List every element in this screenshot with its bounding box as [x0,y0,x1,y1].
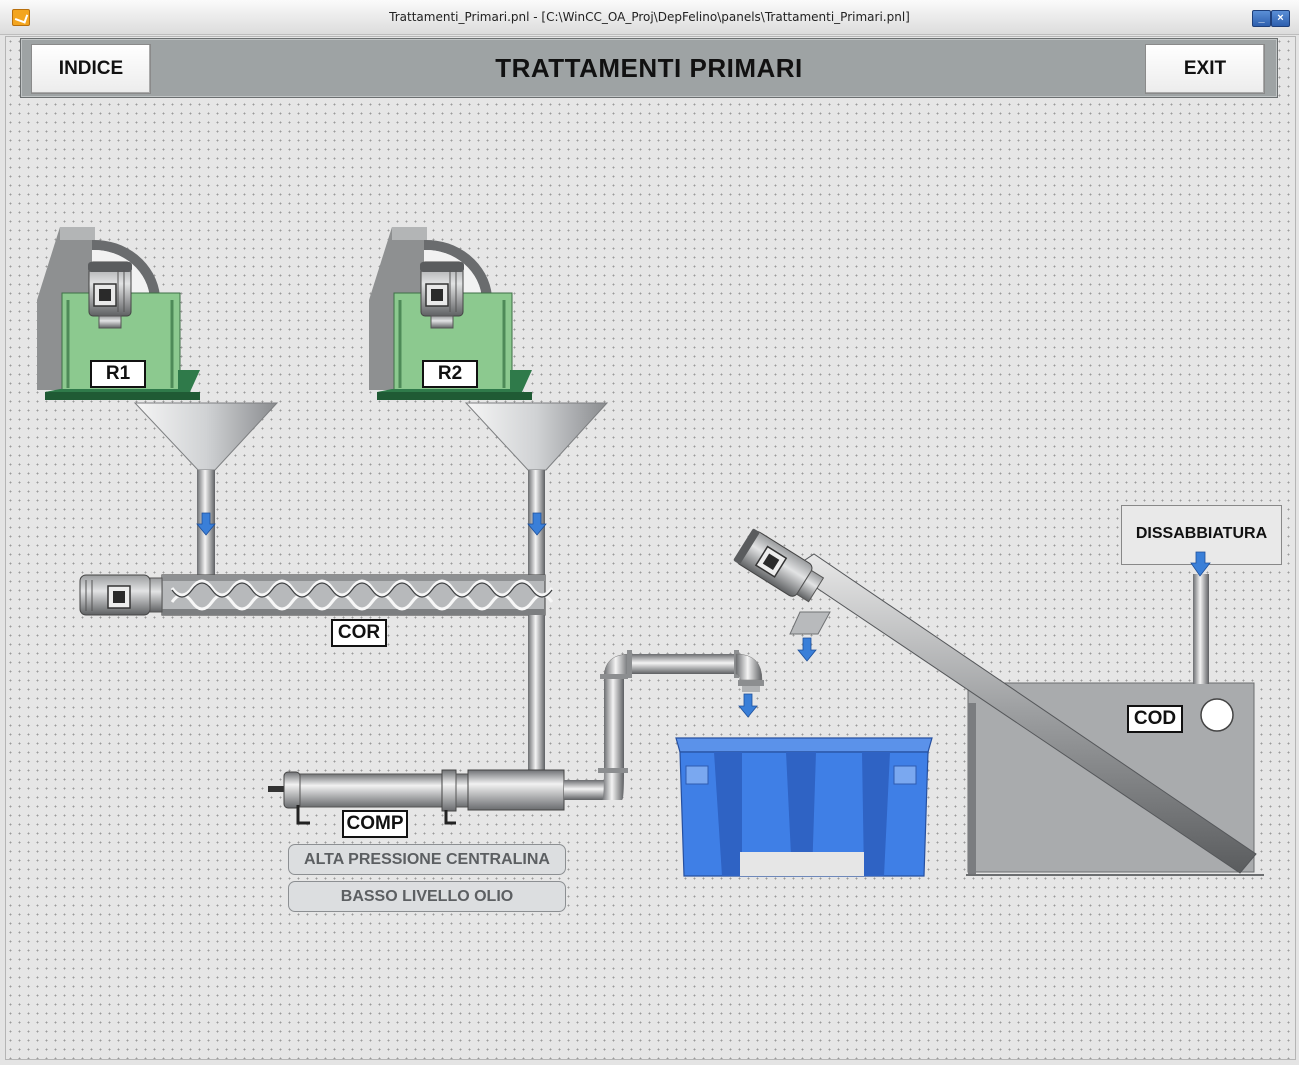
index-button[interactable]: INDICE [31,44,151,94]
close-button[interactable]: × [1271,10,1290,27]
pipe-compactor-outlet [598,650,764,800]
exit-button[interactable]: EXIT [1145,44,1265,94]
flow-arrow-down-icon [196,512,216,536]
page-title: TRATTAMENTI PRIMARI [495,53,803,83]
app-icon [12,9,30,26]
alarm-low-oil: BASSO LIVELLO OLIO [288,881,566,912]
collection-container[interactable] [675,737,933,877]
flow-arrow-down-icon [527,512,547,536]
flow-arrow-down-icon [797,637,817,662]
tag-r1[interactable]: R1 [90,360,146,388]
minimize-button[interactable]: _ [1252,10,1271,27]
screen-r1[interactable] [37,227,200,400]
header-bar: TRATTAMENTI PRIMARI INDICE EXIT [20,38,1278,98]
screw-conveyor-cor[interactable] [79,574,554,616]
pipe-conveyor-to-compactor [528,615,545,772]
flow-arrow-down-icon [738,693,758,718]
pipe-dissabbiatura-to-cod [1193,574,1209,684]
dissabbiatura-link[interactable]: DISSABBIATURA [1121,505,1282,565]
window-title: Trattamenti_Primari.pnl - [C:\WinCC_OA_P… [389,10,910,24]
tag-cor[interactable]: COR [331,619,387,647]
window-titlebar: Trattamenti_Primari.pnl - [C:\WinCC_OA_P… [0,0,1299,35]
funnel-r1 [133,402,279,576]
compactor-comp[interactable] [268,769,604,825]
alarm-high-pressure: ALTA PRESSIONE CENTRALINA [288,844,566,875]
tag-comp[interactable]: COMP [342,810,408,838]
synoptic-panel [5,36,1296,1060]
tag-r2[interactable]: R2 [422,360,478,388]
tag-cod[interactable]: COD [1127,705,1183,733]
funnel-r2 [464,402,609,576]
